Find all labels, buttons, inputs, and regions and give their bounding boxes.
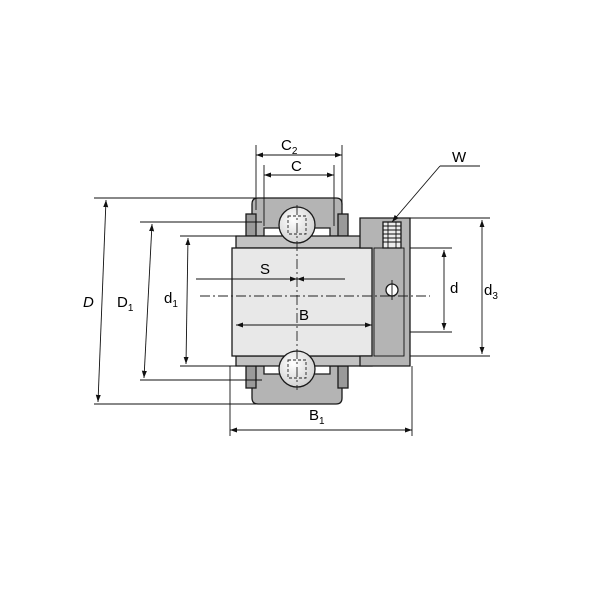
label-d1: d1 [164, 290, 178, 310]
label-D: D [83, 294, 94, 311]
dim-d1 [183, 237, 191, 365]
dim-D [95, 199, 109, 403]
seal-bottom-left [245, 365, 257, 389]
label-D1: D1 [117, 294, 134, 314]
label-B: B [299, 307, 309, 324]
locking-collar [359, 217, 411, 367]
ball-bottom-cage [287, 359, 307, 379]
bearing-body [200, 197, 430, 405]
seal-bottom-right [337, 365, 349, 389]
seal-top-right [337, 213, 349, 237]
label-C2: C2 [281, 137, 298, 157]
seal-top-left [245, 213, 257, 237]
label-W: W [452, 149, 467, 166]
bore [231, 247, 375, 357]
dimension-lines [95, 152, 485, 433]
label-B1: B1 [309, 407, 325, 427]
label-C: C [291, 158, 302, 175]
dim-W-leader [391, 165, 441, 223]
label-S: S [260, 261, 270, 278]
label-d: d [450, 280, 458, 297]
dim-D1 [141, 223, 155, 379]
set-screw [382, 221, 402, 249]
dimension-labels: C2 C W D D1 d1 S B d d3 B1 [83, 137, 498, 427]
label-d3: d3 [484, 282, 498, 302]
ball-top-cage [287, 215, 307, 235]
